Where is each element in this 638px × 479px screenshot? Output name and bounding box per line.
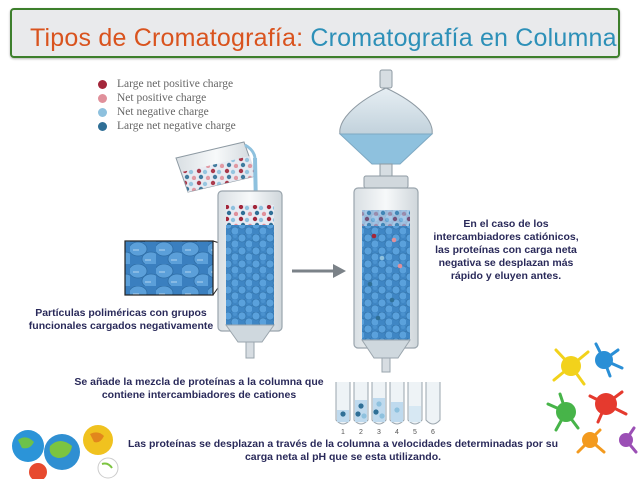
charge-legend: Large net positive charge Net positive c… xyxy=(93,78,285,135)
tube-number: 5 xyxy=(413,429,417,436)
collection-tube xyxy=(389,382,405,425)
process-arrow xyxy=(292,264,346,278)
tube-number: 4 xyxy=(395,429,399,436)
red-splash-icon xyxy=(588,390,628,424)
tube-number: 6 xyxy=(431,429,435,436)
page-title: Tipos de Cromatografía: Cromatografía en… xyxy=(30,24,617,53)
cationic-caption: En el caso de los intercambiadores catió… xyxy=(433,218,579,282)
tube-number: 1 xyxy=(341,429,345,436)
red-globe-icon xyxy=(29,463,47,479)
green-splash-icon xyxy=(546,392,580,432)
collection-tube xyxy=(353,382,369,425)
orange-splash-icon xyxy=(576,428,606,454)
legend-label: Net positive charge xyxy=(117,92,207,104)
title-part-1: Tipos de Cromatografía: xyxy=(30,24,304,52)
mixture-caption: Se añade la mezcla de proteínas a la col… xyxy=(74,376,324,401)
right-column xyxy=(353,187,419,373)
collection-tube xyxy=(335,382,351,425)
movement-caption: Las proteínas se desplazan a través de l… xyxy=(127,438,559,463)
yellow-splash-icon xyxy=(552,348,590,386)
legend-label: Large net negative charge xyxy=(117,120,236,132)
legend-dot xyxy=(98,80,107,89)
collection-tubes: 1 2 3 4 5 6 xyxy=(335,382,441,436)
globe-balls-decoration xyxy=(12,425,119,479)
white-globe-icon xyxy=(97,457,119,479)
left-column xyxy=(217,190,283,359)
collection-tube xyxy=(425,382,441,425)
legend-label: Large net positive charge xyxy=(117,78,234,90)
migrating-bands xyxy=(367,233,403,321)
tube-number: 3 xyxy=(377,429,381,436)
title-banner: Tipos de Cromatografía: Cromatografía en… xyxy=(10,8,620,58)
purple-splash-icon xyxy=(619,426,638,454)
collection-tube xyxy=(371,382,387,425)
title-part-2: Cromatografía en Columna xyxy=(310,24,617,52)
paint-splash-decoration xyxy=(546,342,638,454)
legend-dot xyxy=(98,108,107,117)
separatory-funnel xyxy=(338,69,434,189)
legend-dot xyxy=(98,122,107,131)
particles-caption: Partículas poliméricas con grupos funcio… xyxy=(28,307,214,332)
collection-tube xyxy=(407,382,423,425)
tube-number-labels: 1 2 3 4 5 6 xyxy=(341,429,435,436)
legend-label: Net negative charge xyxy=(117,106,209,118)
tube-number: 2 xyxy=(359,429,363,436)
blue-splash-icon xyxy=(594,342,624,378)
legend-dot xyxy=(98,94,107,103)
